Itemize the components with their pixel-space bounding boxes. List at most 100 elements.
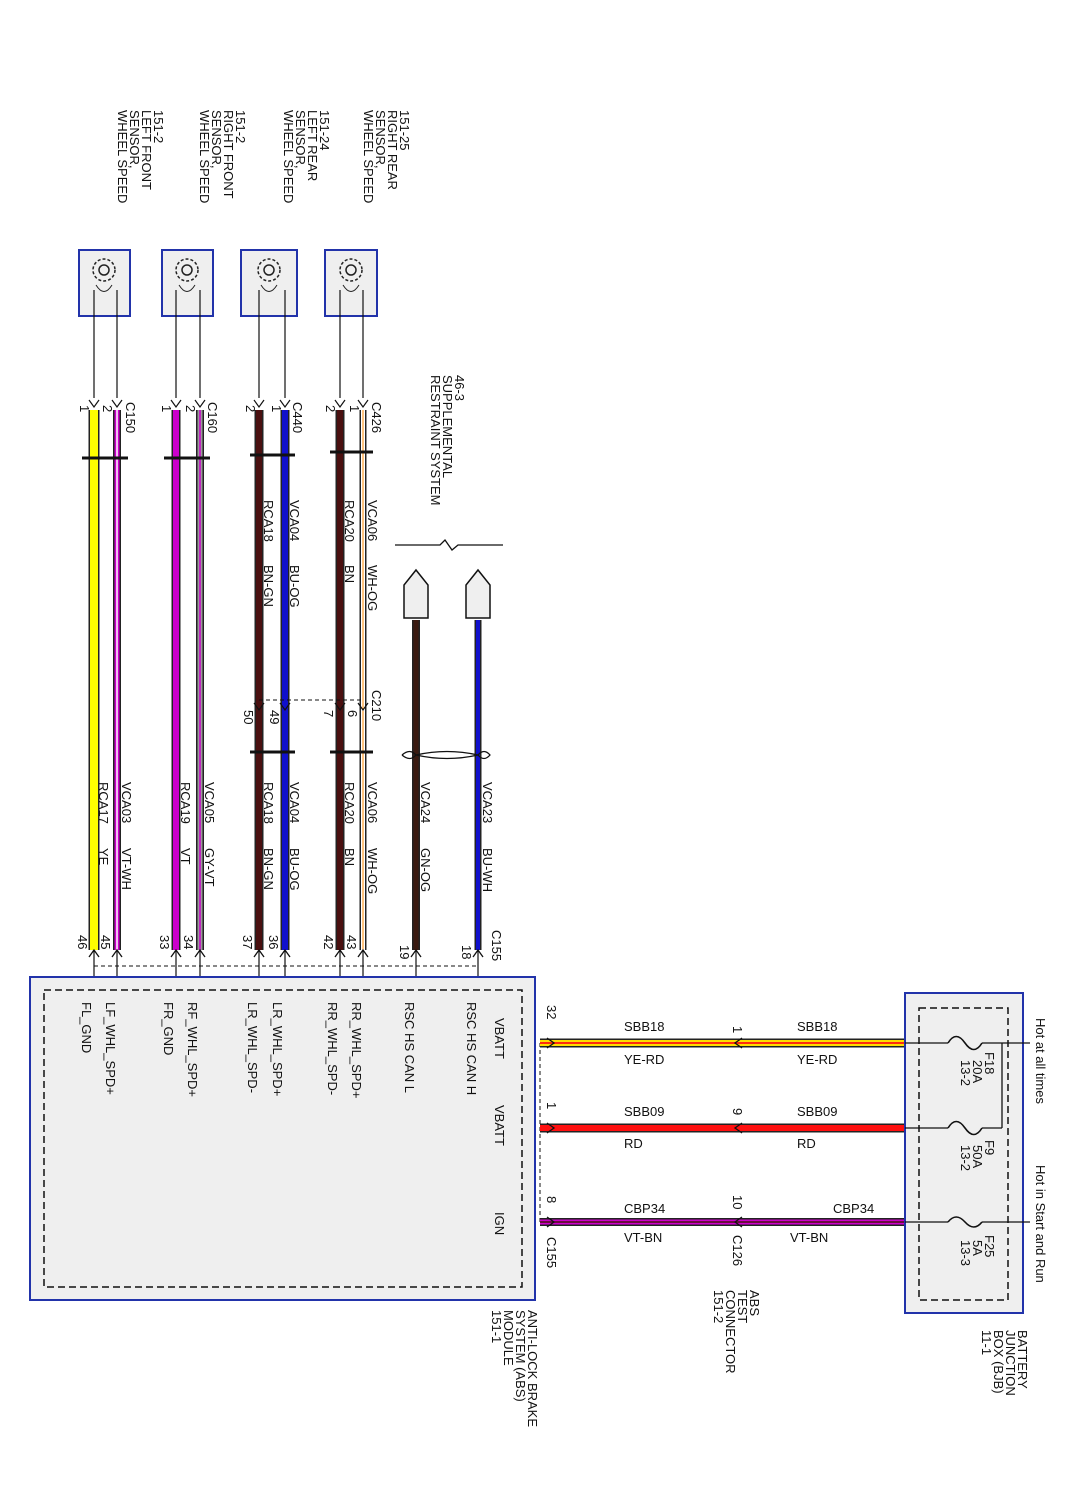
fuse-f25-ref: 13-3	[958, 1240, 973, 1266]
lower-wire-labels: RCA17 YE VCA03 VT-WH RCA19 VT VCA05 GY-V…	[96, 782, 495, 894]
power-circuit-cbp34-left: CBP34	[624, 1201, 665, 1216]
bjb-line3: BOX (BJB)	[991, 1330, 1006, 1394]
test-connector-line4: 151-2	[711, 1290, 726, 1323]
sensor-rf-line2: RIGHT FRONT	[221, 110, 236, 199]
pin-c210-6: 6	[345, 710, 360, 717]
lower-circuit-rca20: RCA20	[342, 782, 357, 824]
module-pin-rsc-can-l: RSC HS CAN L	[402, 1002, 417, 1093]
connector-c440-name: C440	[290, 402, 305, 433]
pin-c155-43: 43	[344, 935, 359, 949]
srs-break-line	[395, 538, 503, 551]
power-circuit-sbb18-left: SBB18	[624, 1019, 664, 1034]
bjb-box	[904, 992, 1024, 1314]
hot-labels: Hot at all times Hot in Start and Run	[1033, 1018, 1048, 1283]
fuse-labels: F18 20A 13-2 F9 50A 13-2 F25 5A 13-3	[958, 1052, 997, 1266]
module-pin-fl-gnd: FL_GND	[79, 1002, 94, 1053]
lower-circuit-vca23: VCA23	[480, 782, 495, 823]
gear-icon	[92, 258, 116, 282]
lower-circuit-rca18: RCA18	[261, 782, 276, 824]
module-pin-1: 1	[544, 1102, 559, 1109]
module-pin-8: 8	[544, 1196, 559, 1203]
sensor-lf-line3: 151-2	[151, 110, 166, 143]
upper-color-rca18: BN-GN	[261, 565, 276, 607]
connector-c126: 1 9 10 C126	[730, 1026, 745, 1266]
module-right-pin-labels: VBATT VBATT IGN 32 1 8 C155	[492, 1005, 559, 1268]
connector-c155-top-name: C155	[489, 930, 504, 961]
upper-color-rca20: BN	[342, 565, 357, 583]
upper-color-vca06: WH-OG	[365, 565, 380, 611]
lower-circuit-rca19: RCA19	[178, 782, 193, 824]
pin-c155-37: 37	[240, 935, 255, 949]
sensor-lr-line1: SENSOR,	[293, 110, 308, 169]
test-connector-line1: ABS	[747, 1290, 762, 1316]
lower-circuit-vca24: VCA24	[418, 782, 433, 823]
pin-c155-36: 36	[266, 935, 281, 949]
srs-label: 46-3 SUPPLEMENTAL RESTRAINT SYSTEM	[428, 375, 467, 506]
sensor-rf-line3: 151-2	[233, 110, 248, 143]
lower-circuit-vca05: VCA05	[202, 782, 217, 823]
connector-c126-name: C126	[730, 1235, 745, 1266]
upper-wire-labels: RCA18 BN-GN VCA04 BU-OG RCA20 BN VCA06 W…	[261, 500, 380, 611]
sensor-rf-line1: SENSOR,	[209, 110, 224, 169]
pin-c440-2: 2	[243, 405, 258, 412]
sensor-rr-line3: 151-25	[397, 110, 412, 150]
power-circuit-sbb09-right: SBB09	[797, 1104, 837, 1119]
lower-color-bn: BN	[342, 848, 357, 866]
sensor-rr-title: WHEEL SPEED	[361, 110, 376, 203]
fuse-f9-ref: 13-2	[958, 1145, 973, 1171]
connector-chevrons-top	[88, 399, 369, 409]
test-connector-line3: CONNECTOR	[723, 1290, 738, 1374]
pin-c155-42: 42	[321, 935, 336, 949]
sensor-rr-box	[324, 249, 378, 317]
sensor-rf-title: WHEEL SPEED	[197, 110, 212, 203]
srs-line1: 46-3	[452, 375, 467, 401]
module-connector-c155: C155	[544, 1237, 559, 1268]
sensor-lf-box	[78, 249, 131, 317]
power-color-vtbn-left: VT-BN	[624, 1230, 662, 1245]
connector-c210-name: C210	[369, 690, 384, 721]
bjb-bus	[905, 1042, 1030, 1223]
pin-c155-33: 33	[157, 935, 172, 949]
pin-c150-1: 1	[77, 405, 92, 412]
module-pin-32: 32	[544, 1005, 559, 1019]
wire-splice-bars	[82, 450, 373, 754]
upper-color-vca04: BU-OG	[287, 565, 302, 608]
connector-c150: C150 1 2	[77, 402, 138, 433]
lower-color-bu-wh: BU-WH	[480, 848, 495, 892]
pin-c150-2: 2	[100, 405, 115, 412]
pin-c126-10: 10	[730, 1195, 745, 1209]
bjb-line4: 11-1	[979, 1330, 994, 1355]
upper-circuit-rca18: RCA18	[261, 500, 276, 542]
module-pin-rr-whl-spd-minus: RR_WHL_SPD-	[325, 1002, 340, 1095]
pin-c440-1: 1	[269, 405, 284, 412]
sensor-rr-line1: SENSOR,	[373, 110, 388, 169]
srs-line2: SUPPLEMENTAL	[440, 375, 455, 478]
module-pin-lf-whl-spd: LF_WHL_SPD+	[103, 1002, 118, 1095]
power-color-rd-left: RD	[624, 1136, 643, 1151]
sensor-lr-line2: LEFT REAR	[305, 110, 320, 181]
sensor-lr-title: WHEEL SPEED	[281, 110, 296, 203]
fuse-f18-amps: 20A	[970, 1060, 985, 1083]
lower-circuit-rca17: RCA17	[96, 782, 111, 824]
fuse-f18-name: F18	[982, 1052, 997, 1074]
module-pin-rr-whl-spd-plus: RR_WHL_SPD+	[349, 1002, 364, 1098]
lower-color-vt-wh: VT-WH	[119, 848, 134, 890]
srs-connector-h	[465, 568, 491, 619]
test-connector-line2: TEST	[735, 1290, 750, 1323]
power-wire-labels: SBB18 YE-RD SBB18 YE-RD SBB09 RD SBB09 R…	[624, 1019, 874, 1245]
lower-color-ye: YE	[96, 848, 111, 866]
pin-c160-2: 2	[183, 405, 198, 412]
pin-c155-34: 34	[181, 935, 196, 949]
test-connector-label: ABS TEST CONNECTOR 151-2	[711, 1290, 762, 1374]
fuse-f25-amps: 5A	[970, 1240, 985, 1256]
gear-icon	[175, 258, 199, 282]
connector-c426: C426 2 1	[323, 402, 384, 433]
bjb-line1: BATTERY	[1015, 1330, 1030, 1389]
abs-module-line2: SYSTEM (ABS)	[513, 1310, 528, 1402]
pin-c210-7: 7	[321, 710, 336, 717]
power-circuit-sbb18-right: SBB18	[797, 1019, 837, 1034]
gear-icon	[257, 258, 281, 282]
pin-c126-9: 9	[730, 1108, 745, 1115]
abs-module-line4: 151-1	[489, 1310, 504, 1343]
